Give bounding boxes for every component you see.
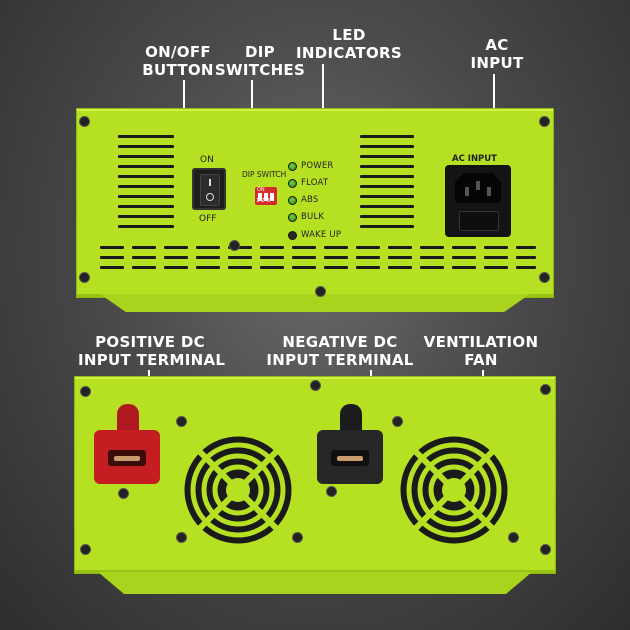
ac-input-label: AC INPUT: [452, 154, 497, 164]
screw-icon: [79, 272, 90, 283]
led-float-label: FLOAT: [301, 178, 329, 188]
screw-icon: [80, 544, 91, 555]
led-float-indicator: [288, 179, 297, 188]
rear-mounting-base: [98, 572, 532, 594]
dip-switch-block[interactable]: ON: [255, 187, 277, 205]
dip-toggle[interactable]: [258, 193, 262, 201]
callout-line-1: ON/OFF: [145, 43, 211, 61]
dip-on-label: ON: [257, 187, 265, 193]
screw-icon: [326, 486, 337, 497]
positive-dc-terminal[interactable]: [94, 430, 160, 484]
callout-line-2: BUTTON: [142, 61, 214, 79]
dip-switch-label: DIP SWITCH: [242, 170, 287, 179]
led-bulk-label: BULK: [301, 212, 325, 222]
led-wake-up-indicator: [288, 231, 297, 240]
switch-off-label: OFF: [199, 214, 217, 224]
led-bulk-indicator: [288, 213, 297, 222]
callout-line-2: INDICATORS: [296, 44, 402, 62]
callout-line-2: INPUT TERMINAL: [78, 351, 226, 369]
negative-dc-callout: NEGATIVE DC INPUT TERMINAL: [266, 333, 414, 369]
screw-icon: [310, 380, 321, 391]
screw-icon: [315, 286, 326, 297]
callout-line-1: POSITIVE DC: [95, 333, 205, 351]
screw-icon: [292, 532, 303, 543]
fuse-drawer[interactable]: [459, 211, 499, 231]
positive-dc-callout: POSITIVE DC INPUT TERMINAL: [78, 333, 226, 369]
callout-line-1: VENTILATION: [423, 333, 539, 351]
screw-icon: [392, 416, 403, 427]
switch-rocker: [200, 174, 220, 206]
ac-input-callout: AC INPUT: [455, 36, 539, 72]
switch-on-label: ON: [200, 155, 214, 165]
screw-icon: [539, 116, 550, 127]
screw-icon: [229, 240, 240, 251]
ac-pin: [487, 187, 491, 196]
dip-switches-callout: DIP SWITCHES: [212, 43, 308, 79]
on-off-button-callout: ON/OFF BUTTON: [130, 43, 226, 79]
callout-line-2: INPUT: [470, 54, 524, 72]
negative-dc-terminal[interactable]: [317, 430, 383, 484]
screw-icon: [118, 488, 129, 499]
power-switch[interactable]: [192, 168, 226, 210]
front-mounting-base: [100, 294, 530, 312]
callout-line-1: LED: [332, 26, 366, 44]
right-ventilation-fan-icon: [395, 431, 513, 549]
dip-toggle[interactable]: [270, 193, 274, 201]
screw-icon: [540, 544, 551, 555]
negative-terminal-cap: [340, 404, 362, 436]
screw-icon: [79, 116, 90, 127]
led-power-label: POWER: [301, 161, 334, 171]
screw-icon: [176, 416, 187, 427]
positive-terminal-cap: [117, 404, 139, 436]
dip-toggle[interactable]: [264, 193, 268, 201]
ac-input-socket[interactable]: [445, 165, 511, 237]
screw-icon: [539, 272, 550, 283]
screw-icon: [508, 532, 519, 543]
ac-pin: [476, 181, 480, 190]
screw-icon: [80, 386, 91, 397]
led-wake-up-label: WAKE UP: [301, 230, 342, 240]
screw-icon: [540, 384, 551, 395]
callout-line-1: DIP: [245, 43, 275, 61]
led-indicators-callout: LED INDICATORS: [294, 26, 404, 62]
callout-line-2: FAN: [464, 351, 498, 369]
left-ventilation-fan-icon: [179, 431, 297, 549]
callout-line-2: INPUT TERMINAL: [266, 351, 414, 369]
terminal-lug: [337, 456, 363, 461]
led-power-indicator: [288, 162, 297, 171]
callout-line-1: NEGATIVE DC: [282, 333, 398, 351]
led-abs-label: ABS: [301, 195, 319, 205]
led-abs-indicator: [288, 196, 297, 205]
callout-line-2: SWITCHES: [214, 61, 306, 79]
ventilation-fan-callout: VENTILATION FAN: [420, 333, 542, 369]
led-leader-line: [322, 64, 324, 150]
switch-on-mark: [209, 179, 211, 186]
screw-icon: [176, 532, 187, 543]
ac-pin: [465, 187, 469, 196]
dip-numbers-label: 1 2 3: [256, 198, 270, 204]
switch-off-mark: [206, 193, 214, 201]
callout-line-1: AC: [485, 36, 509, 54]
terminal-lug: [114, 456, 140, 461]
